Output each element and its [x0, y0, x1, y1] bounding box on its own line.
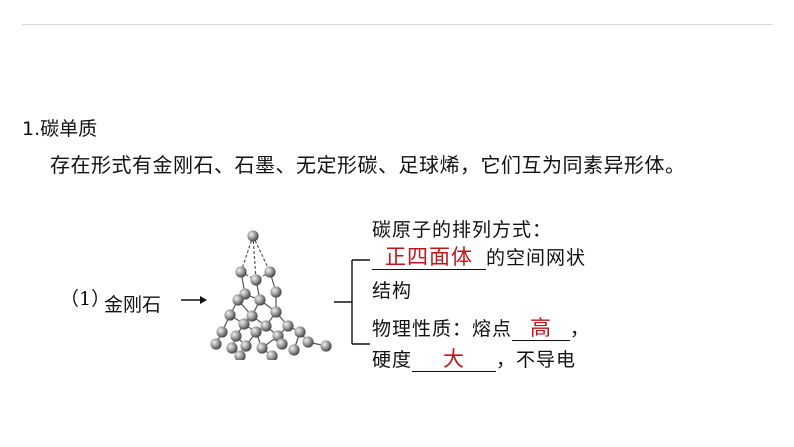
hardness-answer: 大	[443, 347, 466, 371]
structure-suffix: 的空间网状	[486, 247, 587, 269]
carbon-atom	[256, 342, 268, 354]
carbon-atom	[294, 326, 306, 338]
item-name: 金刚石	[104, 294, 162, 316]
structure-suffix-2: 结构	[372, 280, 413, 302]
properties-label: 物理性质：熔点	[372, 318, 513, 340]
bond-line	[252, 235, 271, 273]
bond-line	[252, 235, 257, 281]
carbon-atom	[270, 306, 282, 318]
item-number: （1）	[60, 288, 111, 310]
structure-blank: 正四面体	[372, 245, 486, 271]
top-divider	[22, 24, 772, 25]
section-heading: 1.碳单质	[22, 118, 98, 140]
intro-text: 存在形式有金刚石、石墨、无定形碳、足球烯，它们互为同素异形体。	[50, 153, 686, 177]
carbon-atom	[288, 344, 300, 356]
carbon-atom	[230, 330, 242, 342]
carbon-atom	[276, 338, 288, 350]
structure-label: 碳原子的排列方式：	[372, 219, 553, 241]
carbon-atom	[266, 350, 278, 360]
carbon-atom	[224, 309, 236, 321]
hardness-blank: 大	[412, 347, 497, 373]
structure-line: 正四面体的空间网状	[372, 243, 587, 271]
carbon-atom	[264, 266, 276, 278]
comma: ，	[570, 318, 591, 340]
structure-answer: 正四面体	[385, 245, 473, 269]
melting-point-blank: 高	[512, 316, 571, 342]
carbon-atom	[254, 294, 266, 306]
bond-line	[240, 235, 254, 273]
carbon-atom	[210, 338, 222, 350]
carbon-atom	[250, 326, 262, 338]
carbon-atom	[260, 320, 272, 332]
properties-line: 物理性质：熔点高 ，	[372, 314, 591, 342]
carbon-atom	[216, 326, 228, 338]
carbon-atom	[232, 294, 244, 306]
carbon-atom	[235, 266, 247, 278]
carbon-atom	[247, 230, 259, 242]
diamond-structure-image	[210, 230, 332, 360]
carbon-atom	[282, 320, 294, 332]
carbon-atom	[246, 310, 258, 322]
carbon-atom	[250, 274, 262, 286]
carbon-atom	[238, 318, 250, 330]
hardness-label: 硬度	[372, 349, 413, 371]
arrow-icon	[181, 296, 207, 304]
carbon-atom	[226, 342, 238, 354]
bracket-divider	[334, 259, 370, 345]
carbon-atom	[320, 340, 332, 352]
carbon-atom	[234, 350, 246, 360]
conductivity-text: ，不导电	[496, 349, 577, 371]
hardness-line: 硬度 大 ，不导电	[372, 345, 577, 373]
carbon-atom	[302, 336, 314, 348]
carbon-atom	[240, 340, 252, 352]
melting-point-answer: 高	[530, 316, 553, 340]
carbon-atom	[270, 286, 282, 298]
